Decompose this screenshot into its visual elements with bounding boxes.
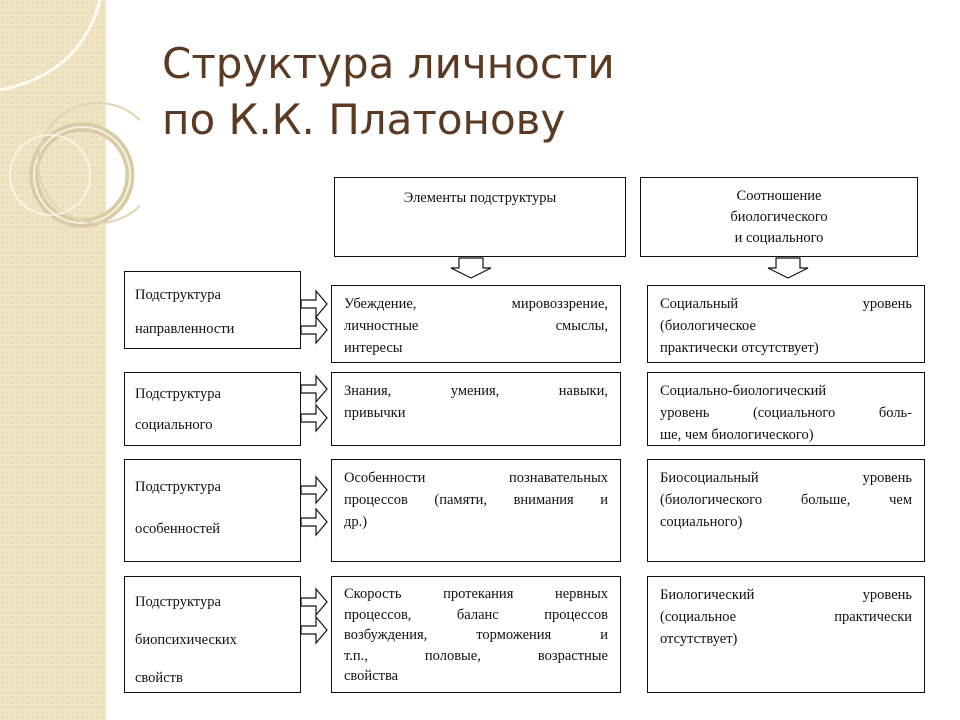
content-line: ше, чем биологического) — [660, 427, 814, 443]
content-line: интересы — [344, 340, 403, 356]
elements-box-social: Знания, умения, навыки, привычки — [331, 372, 621, 446]
elements-box-direction: Убеждение, мировоззрение, личностные смы… — [331, 285, 621, 363]
header-ratio-line-3: и социального — [734, 229, 824, 246]
header-ratio-box: Соотношение биологического и социального — [640, 177, 918, 257]
content-line: Убеждение, мировоззрение, — [344, 296, 608, 312]
content-line: возбуждения, торможения и — [344, 627, 608, 643]
content-line: процессов, баланс процессов — [344, 606, 608, 623]
right-arrow-row1-a — [300, 289, 328, 319]
label-line: социального — [135, 417, 213, 433]
decorative-rings — [0, 0, 140, 228]
content-line: Особенности познавательных — [344, 470, 608, 486]
right-arrow-row4-a — [300, 587, 328, 617]
label-line: биопсихических — [135, 632, 237, 648]
elements-box-biopsych: Скорость протекания нервных процессов, б… — [331, 576, 621, 693]
label-line: свойств — [135, 670, 183, 686]
title-line-2: по К.К. Платонову — [162, 95, 566, 144]
right-arrow-row2-a — [300, 374, 328, 404]
content-line: т.п., половые, возрастные — [344, 647, 608, 664]
content-line: практически отсутствует) — [660, 340, 819, 356]
down-arrow-ratio — [767, 257, 809, 279]
label-line: Подструктура — [135, 287, 221, 303]
content-line: Биосоциальный уровень — [660, 470, 912, 486]
content-line: процессов (памяти, внимания и — [344, 492, 608, 508]
content-line: Социальный уровень — [660, 296, 912, 312]
label-box-direction: Подструктура направленности — [124, 271, 301, 349]
content-line: уровень (социального боль- — [660, 405, 912, 421]
label-box-features: Подструктура особенностей — [124, 459, 301, 562]
right-arrow-row1-b — [300, 315, 328, 345]
content-line: (социальное практически — [660, 609, 912, 625]
title-line-1: Структура личности — [162, 39, 615, 88]
ratio-box-social: Социально-биологический уровень (социаль… — [647, 372, 925, 446]
decorative-side-band — [0, 0, 106, 720]
ratio-box-direction: Социальный уровень (биологическое практи… — [647, 285, 925, 363]
right-arrow-row3-a — [300, 475, 328, 505]
content-line: Биологический уровень — [660, 587, 912, 603]
content-line: отсутствует) — [660, 631, 738, 647]
label-line: направленности — [135, 321, 235, 337]
label-box-social: Подструктура социального — [124, 372, 301, 446]
content-line: (биологическое — [660, 318, 756, 334]
content-line: Социально-биологический — [660, 383, 827, 399]
content-line: привычки — [344, 405, 406, 421]
right-arrow-row3-b — [300, 507, 328, 537]
label-line: Подструктура — [135, 594, 221, 610]
content-line: Скорость протекания нервных — [344, 586, 608, 602]
down-arrow-elements — [450, 257, 492, 279]
content-line: свойства — [344, 668, 399, 684]
header-elements-text: Элементы подструктуры — [403, 189, 557, 206]
label-line: Подструктура — [135, 386, 221, 402]
elements-box-features: Особенности познавательных процессов (па… — [331, 459, 621, 562]
content-line: социального) — [660, 514, 743, 530]
header-ratio-line-1: Соотношение — [736, 187, 822, 204]
header-ratio-line-2: биологического — [730, 208, 828, 225]
ratio-box-features: Биосоциальный уровень (биологического бо… — [647, 459, 925, 562]
right-arrow-row4-b — [300, 615, 328, 645]
header-elements-box: Элементы подструктуры — [334, 177, 626, 257]
label-line: особенностей — [135, 521, 221, 537]
right-arrow-row2-b — [300, 403, 328, 433]
ratio-box-biopsych: Биологический уровень (социальное практи… — [647, 576, 925, 693]
content-line: личностные смыслы, — [344, 318, 608, 334]
label-box-biopsych: Подструктура биопсихических свойств — [124, 576, 301, 693]
label-line: Подструктура — [135, 479, 221, 495]
slide-title: Структура личности по К.К. Платонову — [162, 36, 615, 148]
content-line: Знания, умения, навыки, — [344, 383, 608, 399]
content-line: др.) — [344, 514, 368, 530]
content-line: (биологического больше, чем — [660, 492, 912, 508]
